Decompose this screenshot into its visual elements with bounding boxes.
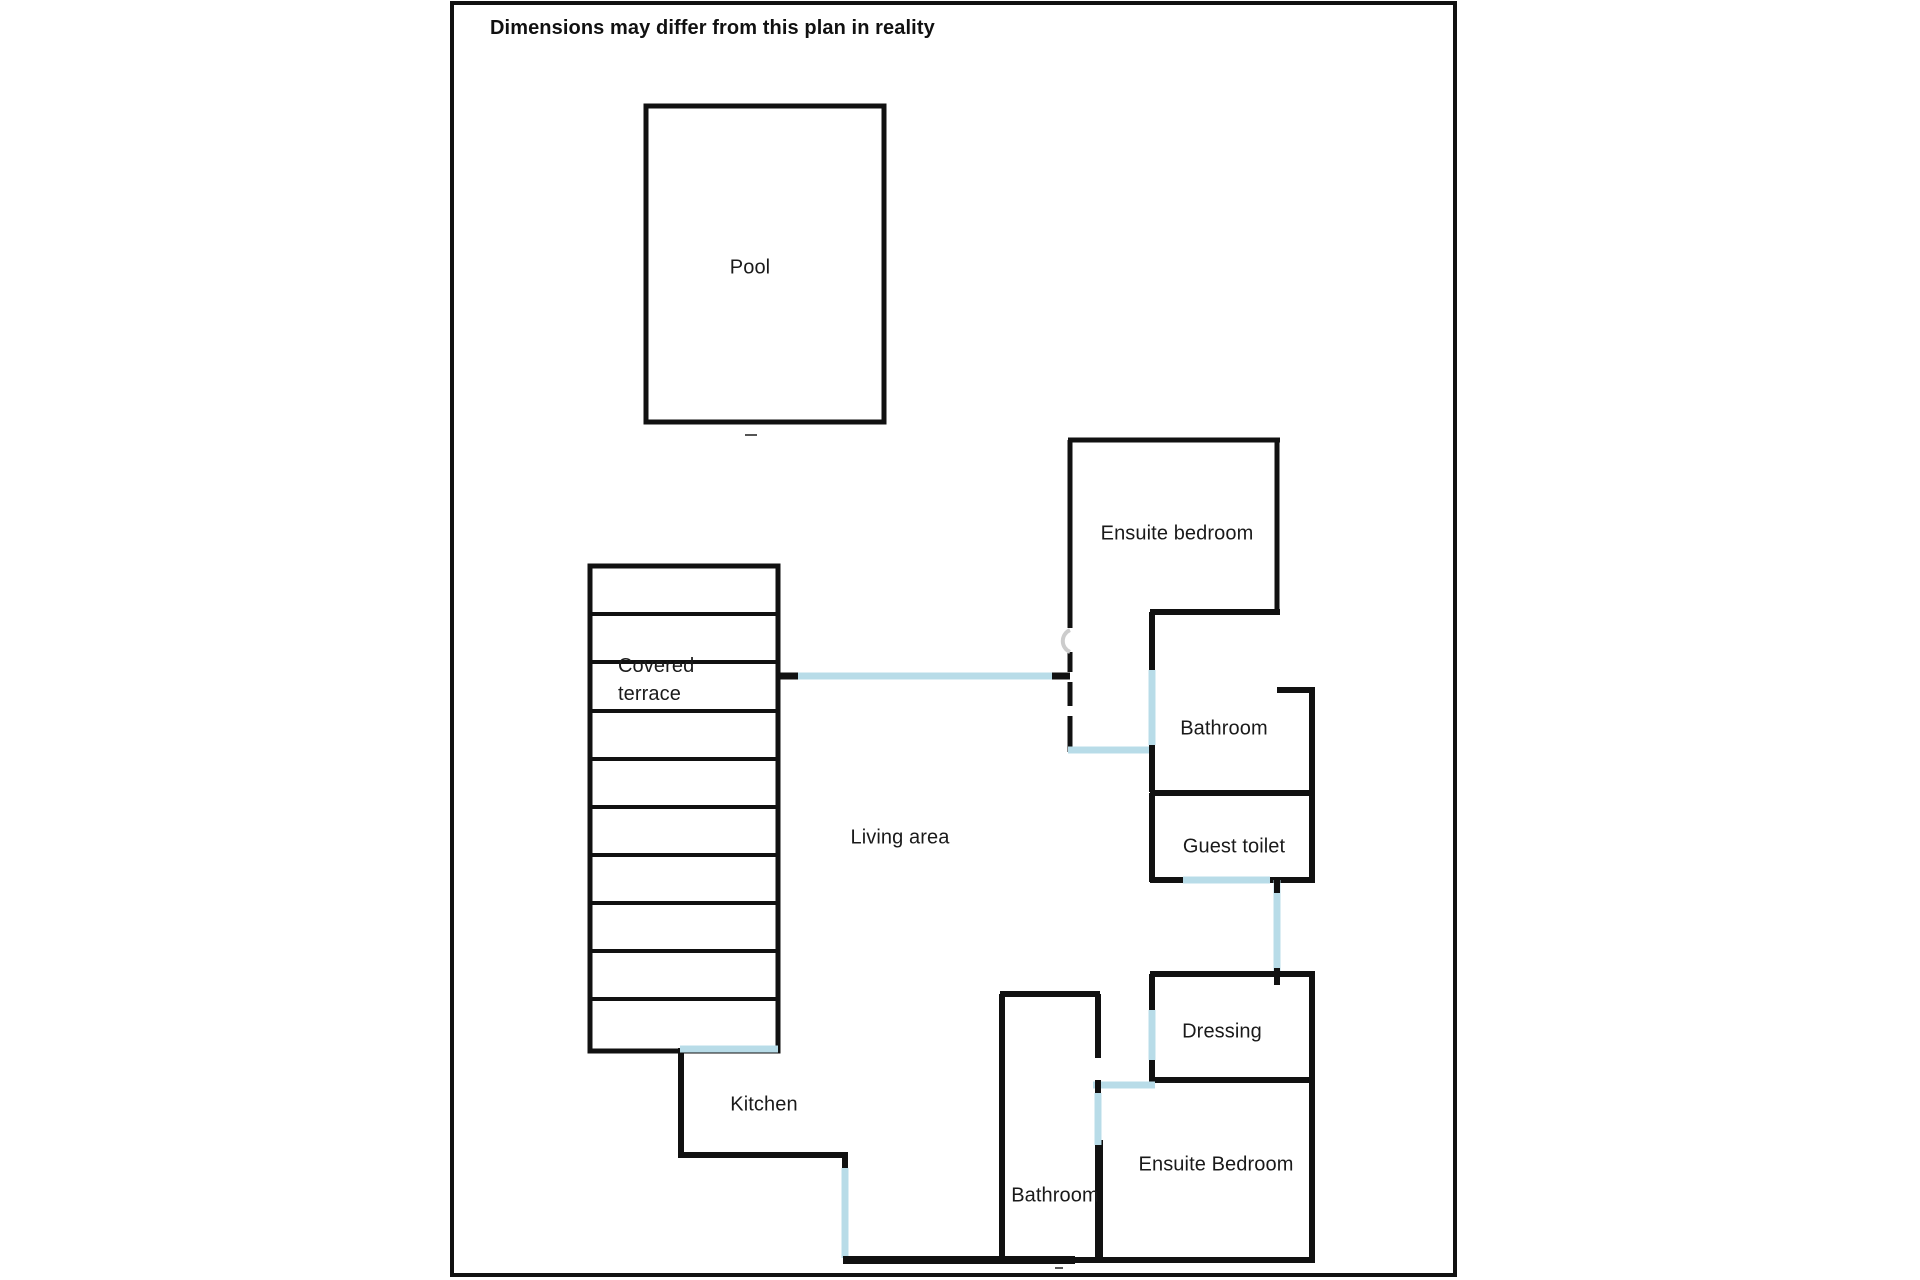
guest-toilet-outline — [1149, 793, 1315, 883]
kitchen-outline — [678, 1048, 848, 1170]
covered-terrace-outline — [587, 563, 781, 1054]
room-label-ensuite-bedroom-upper: Ensuite bedroom — [1100, 522, 1254, 545]
room-label-living-area: Living area — [850, 826, 950, 849]
room-label-covered-terrace: Covered terrace — [618, 652, 694, 708]
covered-terrace-label-line1: Covered — [618, 655, 695, 677]
room-label-pool: Pool — [729, 256, 771, 279]
plan-disclaimer: Dimensions may differ from this plan in … — [490, 17, 935, 39]
plan-frame — [450, 1, 1457, 1277]
room-label-guest-toilet: Guest toilet — [1182, 835, 1286, 858]
bathroom-lower-outline — [999, 991, 1101, 1263]
room-label-bathroom-upper: Bathroom — [1180, 717, 1268, 740]
room-label-kitchen: Kitchen — [730, 1093, 798, 1116]
dressing-outline — [1149, 968, 1315, 1083]
bathroom-upper-outline — [1149, 609, 1315, 796]
ensuite-bedroom-upper-outline — [1060, 437, 1280, 753]
covered-terrace-label-line2: terrace — [618, 683, 681, 705]
room-label-ensuite-bedroom-lower: Ensuite Bedroom — [1138, 1153, 1294, 1176]
room-label-dressing: Dressing — [1182, 1020, 1262, 1043]
pool-outline — [643, 103, 887, 425]
room-label-bathroom-lower: Bathroom — [1011, 1184, 1099, 1207]
